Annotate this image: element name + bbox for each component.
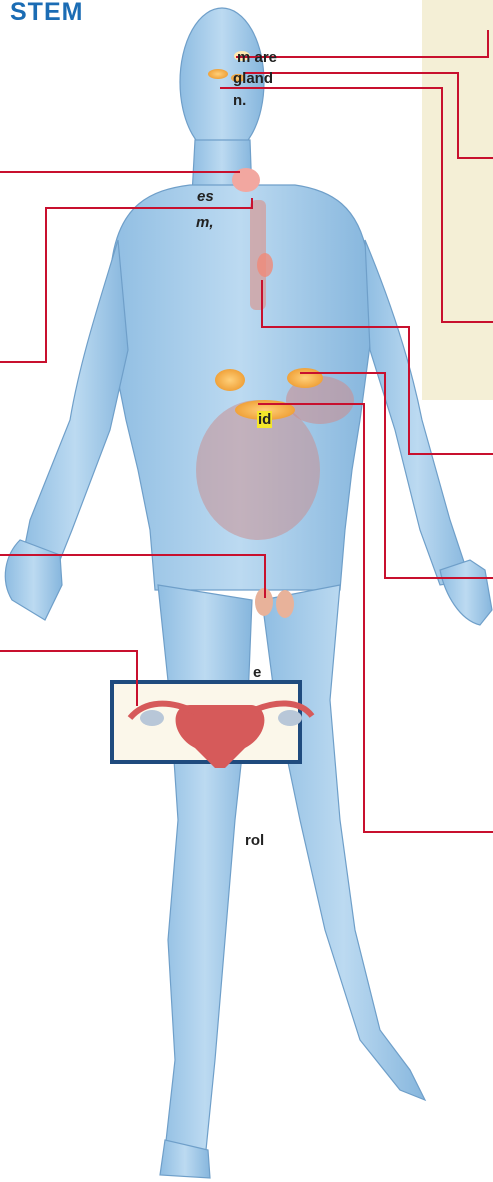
intro-text-line-1: m are xyxy=(237,48,277,67)
right-hand xyxy=(440,560,492,625)
adrenal-left xyxy=(215,369,245,391)
ovary-inset xyxy=(112,682,312,768)
leader-pituitary xyxy=(244,73,493,158)
right-arm xyxy=(365,240,470,585)
fragment-es: es xyxy=(197,187,214,206)
page-title: STEM xyxy=(10,0,83,27)
testis-right xyxy=(276,590,294,618)
fragment-m: m, xyxy=(196,213,214,232)
fragment-rol: rol xyxy=(245,831,264,850)
fragment-id-highlight: id xyxy=(257,411,272,428)
left-arm xyxy=(22,240,128,560)
ovary-left xyxy=(140,710,164,726)
fragment-id: id xyxy=(257,410,272,429)
ovary-right xyxy=(278,710,302,726)
intro-text-line-2: gland xyxy=(233,69,273,88)
adrenal-right xyxy=(287,368,323,388)
left-leg xyxy=(158,585,252,1160)
thymus xyxy=(257,253,273,277)
intro-text-line-3: n. xyxy=(233,91,246,110)
left-hand xyxy=(5,540,62,620)
right-leg xyxy=(262,585,425,1100)
fragment-e: e xyxy=(253,663,261,682)
pituitary-gland xyxy=(208,69,228,79)
